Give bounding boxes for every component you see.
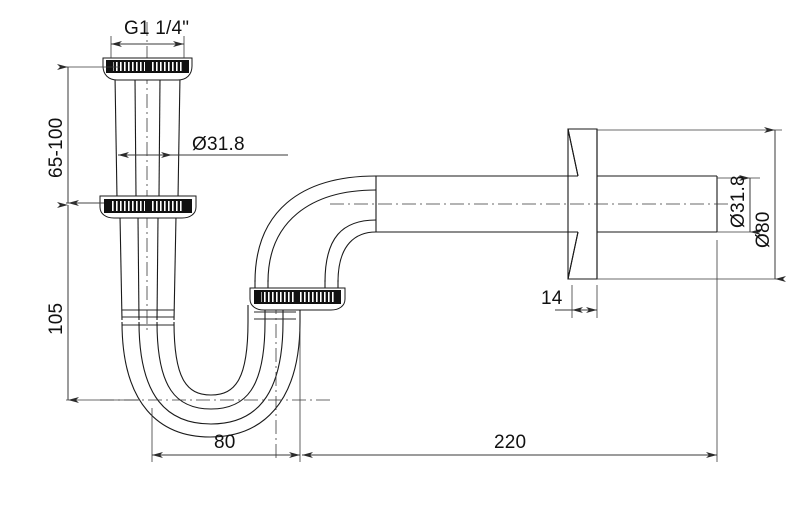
label-thread-top: G1 1/4": [124, 18, 189, 39]
dimension-flange-diameter: Ø80: [597, 127, 786, 282]
dimension-inlet-diameter: Ø31.8: [118, 134, 288, 158]
u-bend-trap: [121, 321, 301, 438]
dimension-outlet-diameter: Ø31.8: [717, 175, 761, 235]
vertical-inlet-tube: [114, 75, 181, 199]
mid-coupling-nut: [99, 195, 197, 219]
horizontal-outlet-tube: [375, 175, 578, 233]
lower-inlet-tube: [119, 215, 177, 326]
dimension-thread-top: G1 1/4": [110, 18, 189, 58]
label-flange-thickness: 14: [541, 288, 563, 309]
label-outlet-diameter: Ø31.8: [728, 175, 749, 228]
dimension-outlet-length: 220: [302, 240, 718, 462]
dimension-flange-thickness: 14: [541, 285, 598, 318]
elbow-90-degree: [254, 175, 377, 283]
label-inlet-diameter: Ø31.8: [192, 134, 245, 155]
label-outlet-length: 220: [494, 432, 526, 453]
label-trap-offset: 80: [214, 432, 236, 453]
label-flange-diameter: Ø80: [753, 211, 774, 248]
elbow-coupling-nut: [249, 287, 346, 311]
label-adjustable-height: 65-100: [46, 118, 67, 178]
pipe-assembly-geometry: [100, 22, 730, 460]
label-trap-height: 105: [46, 303, 67, 335]
dimension-trap-offset: 80: [151, 330, 301, 462]
dimension-trap-height: 105: [46, 202, 140, 403]
coupling-nuts: [99, 57, 346, 311]
top-coupling-nut: [102, 57, 193, 81]
